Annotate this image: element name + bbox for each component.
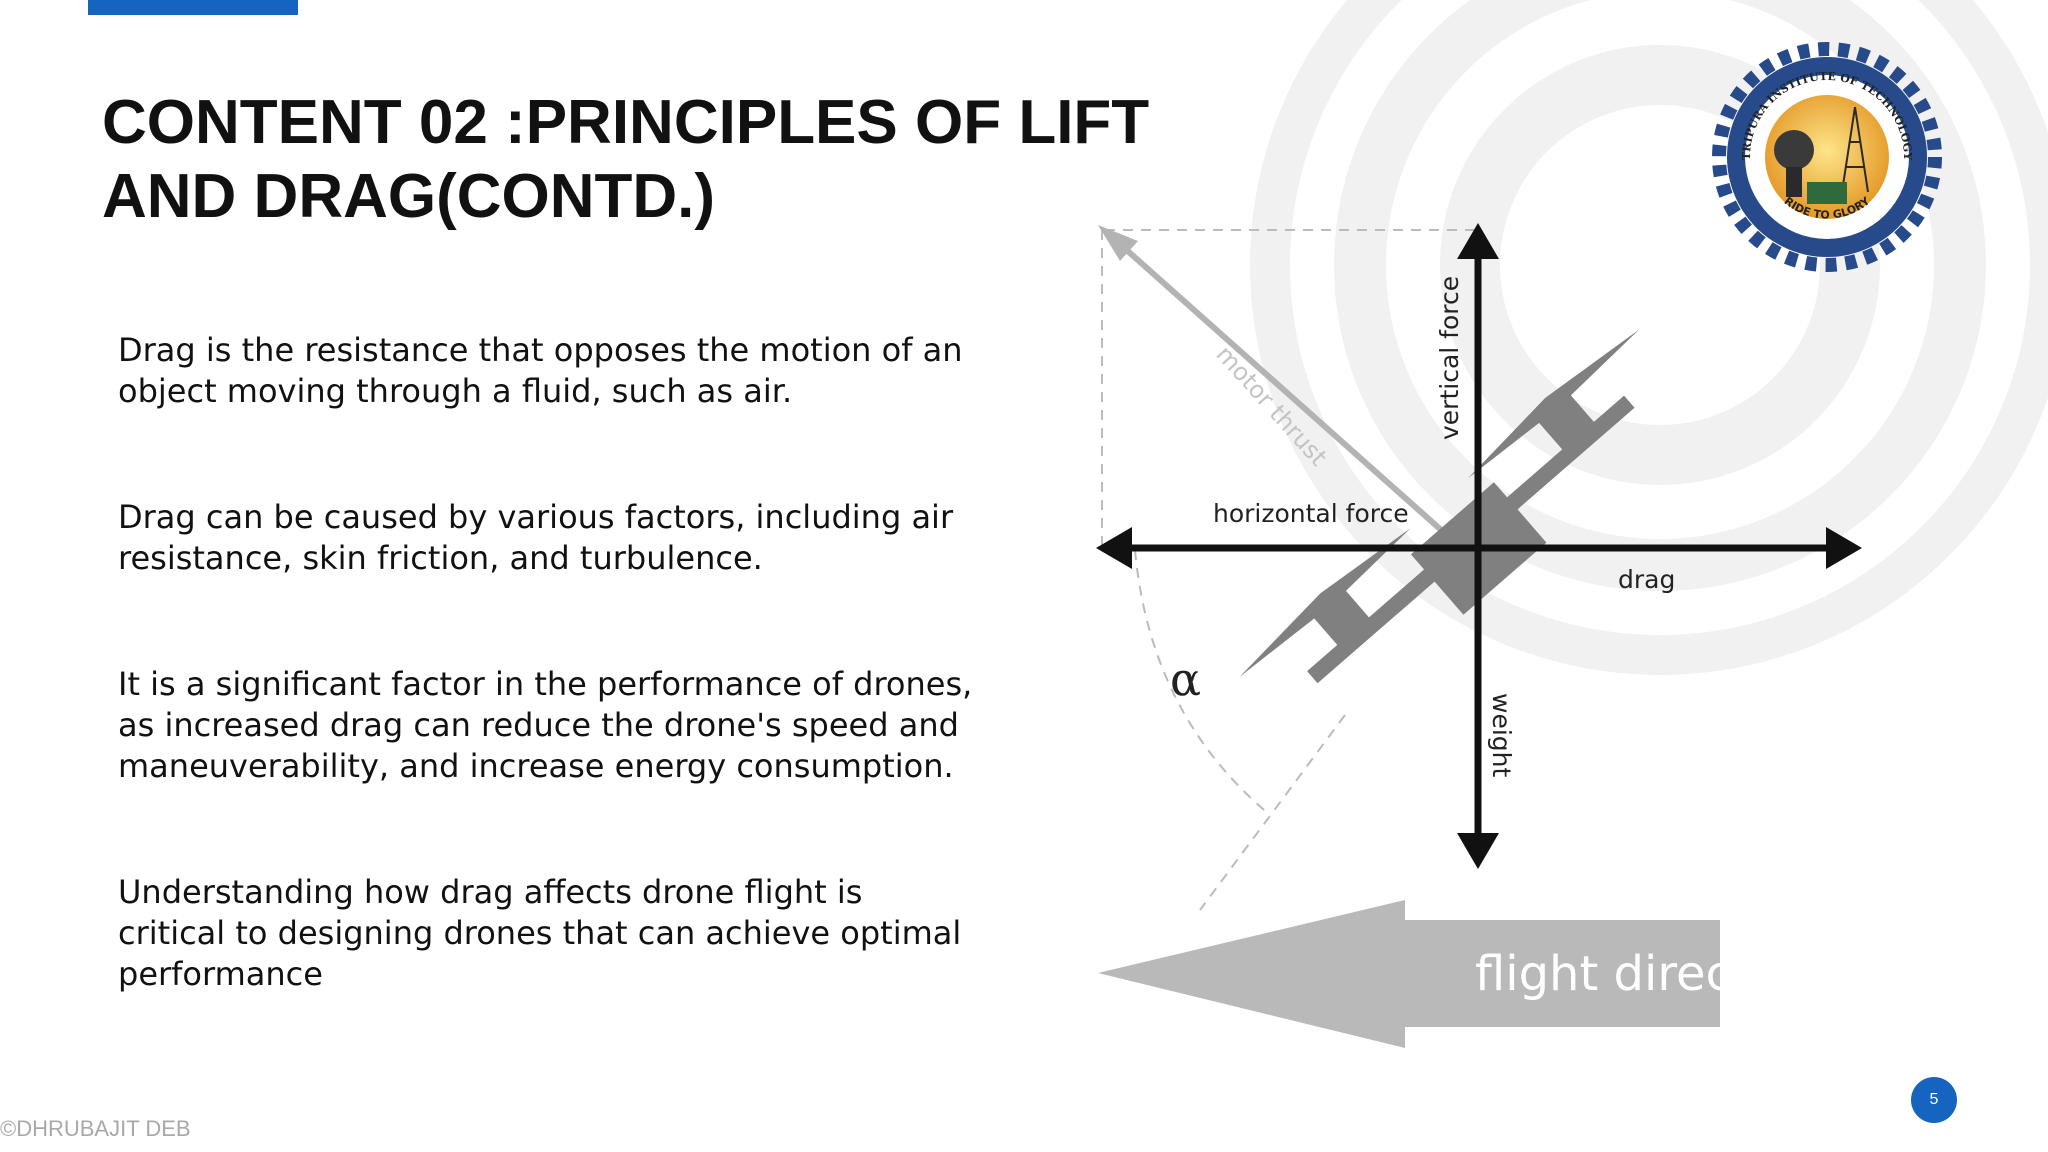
drone-forces-diagram: vertical force motor thrust horizontal f… [1096,223,1862,1048]
horizontal-force-label: horizontal force [1213,499,1409,528]
paragraph-3: It is a significant factor in the perfor… [118,665,973,785]
footer-credit: ©DHRUBAJIT DEB [0,1116,191,1141]
drag-label: drag [1618,565,1675,594]
radar-dish-icon [1774,130,1814,197]
building-icon [1807,182,1847,204]
motor-thrust-label: motor thrust [1211,340,1333,471]
weight-label: weight [1487,693,1516,777]
vertical-axis-arrow [1457,223,1499,869]
flight-direction-label: flight direction [1475,946,1824,1002]
paragraph-1: Drag is the resistance that opposes the … [118,331,963,410]
motor-thrust-arrow [1098,225,1460,548]
dashed-guides [1101,229,1480,911]
drone-icon [1239,329,1640,684]
page-number-badge: 5 [1911,1077,1957,1123]
alpha-label: α [1170,652,1201,706]
title-line-2: AND DRAG(CONTD.) [102,162,716,231]
horizontal-axis-arrow [1096,527,1862,569]
slide-title: CONTENT 02 :PRINCIPLES OF LIFT AND DRAG(… [102,86,1202,234]
paragraph-4: Understanding how drag affects drone fli… [118,873,962,993]
accent-bar [88,0,298,15]
paragraph-2: Drag can be caused by various factors, i… [118,498,954,577]
vertical-force-label: vertical force [1435,276,1464,440]
institute-logo: TRIPURA INSTITUTE OF TECHNOLOGY RIDE TO … [1712,42,1942,272]
flight-direction-arrow: flight direction [1098,900,1824,1048]
tower-icon [1841,106,1869,193]
title-line-1: CONTENT 02 :PRINCIPLES OF LIFT [102,88,1150,157]
